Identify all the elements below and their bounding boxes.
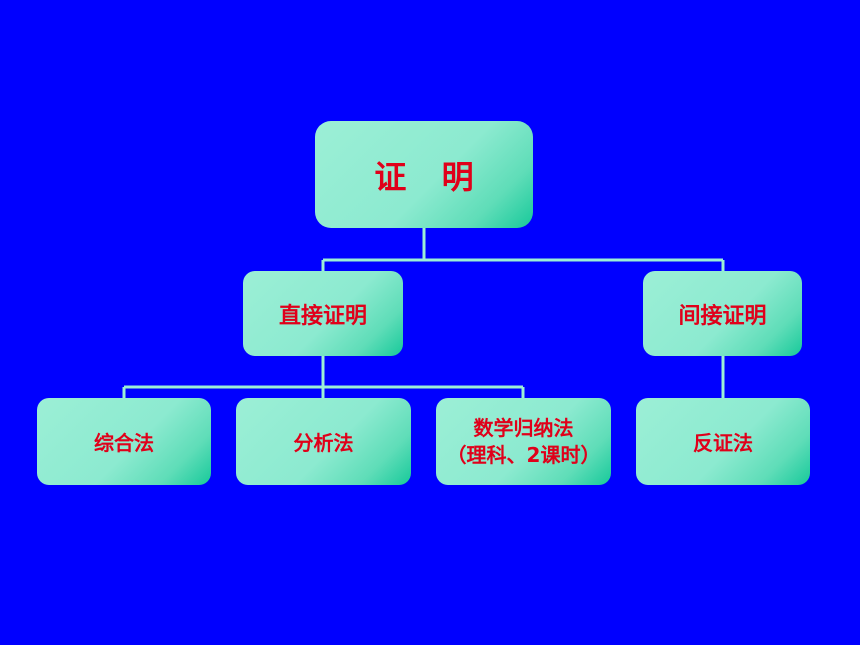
node-indirect-proof: 间接证明 xyxy=(643,271,802,356)
node-synthesis-method: 综合法 xyxy=(37,398,211,485)
node-analysis-method: 分析法 xyxy=(236,398,411,485)
node-proof: 证 明 xyxy=(315,121,533,228)
node-synthesis-method-label: 综合法 xyxy=(94,431,154,455)
node-contradiction-method: 反证法 xyxy=(636,398,810,485)
node-analysis-method-label: 分析法 xyxy=(293,431,354,455)
node-indirect-proof-label: 间接证明 xyxy=(678,303,767,329)
node-induction-method-note: （理科、2课时） xyxy=(446,442,601,467)
node-direct-proof: 直接证明 xyxy=(243,271,403,356)
node-induction-method: 数学归纳法 （理科、2课时） xyxy=(436,398,611,485)
node-contradiction-method-label: 反证法 xyxy=(693,431,753,455)
node-induction-method-label: 数学归纳法 xyxy=(473,415,574,440)
node-direct-proof-label: 直接证明 xyxy=(278,303,367,329)
node-proof-label: 证 明 xyxy=(374,157,486,196)
